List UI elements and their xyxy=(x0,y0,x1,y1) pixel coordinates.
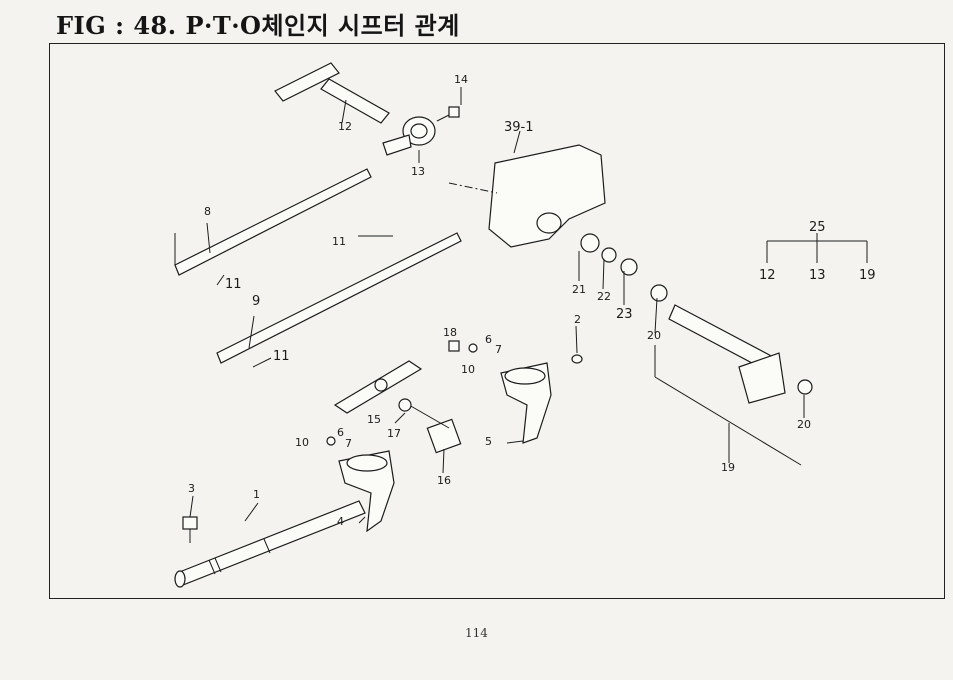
set-legend-child-19: 19 xyxy=(859,268,876,283)
set-legend-child-12: 12 xyxy=(759,268,776,283)
shaft-19 xyxy=(650,284,813,404)
callout-10-lower: 10 xyxy=(295,436,309,449)
callout-17: 17 xyxy=(387,427,401,440)
rod-8 xyxy=(174,168,372,276)
callout-39-1: 39-1 xyxy=(504,120,534,135)
callout-10-upper: 10 xyxy=(461,363,475,376)
pin-17 xyxy=(398,398,412,412)
callout-15: 15 xyxy=(367,413,381,426)
arm-16 xyxy=(408,404,462,454)
callout-18: 18 xyxy=(443,326,457,339)
plate-15 xyxy=(333,360,423,414)
boss-13 xyxy=(382,116,436,156)
callout-6-lower: 6 xyxy=(337,426,344,439)
callout-2: 2 xyxy=(574,313,581,326)
callout-5: 5 xyxy=(485,435,492,448)
callout-8: 8 xyxy=(204,205,211,218)
callout-22: 22 xyxy=(597,290,611,303)
callout-9: 9 xyxy=(252,294,260,309)
leader-lines xyxy=(189,87,868,524)
callout-11-bottom: 11 xyxy=(273,349,290,364)
callout-14: 14 xyxy=(454,73,468,86)
housing-39-1 xyxy=(448,144,606,248)
spring-pin-18 xyxy=(448,340,460,352)
callout-20-right: 20 xyxy=(797,418,811,431)
callout-11-mid: 11 xyxy=(225,277,242,292)
callout-3: 3 xyxy=(188,482,195,495)
exploded-parts-diagram: 1 2 3 4 5 6 7 6 7 8 9 10 10 11 11 11 12 … xyxy=(174,62,876,588)
bolt-3 xyxy=(182,516,198,543)
set-legend-child-13: 13 xyxy=(809,268,826,283)
callout-21: 21 xyxy=(572,283,586,296)
collar-21 xyxy=(580,233,600,253)
callout-11-top: 11 xyxy=(332,235,346,248)
shift-shaft xyxy=(174,500,366,588)
callout-16: 16 xyxy=(437,474,451,487)
bracket-12 xyxy=(274,62,390,124)
bolt-14 xyxy=(436,106,460,122)
ring-22 xyxy=(601,247,617,263)
callout-1: 1 xyxy=(253,488,260,501)
callout-7-lower: 7 xyxy=(345,437,352,450)
callout-20-left: 20 xyxy=(647,329,661,342)
callout-13: 13 xyxy=(411,165,425,178)
callout-6-upper: 6 xyxy=(485,333,492,346)
shift-fork-4 xyxy=(338,450,395,533)
callout-23: 23 xyxy=(616,307,633,322)
callout-19: 19 xyxy=(721,461,735,474)
callout-7-upper: 7 xyxy=(495,343,502,356)
diagram-frame xyxy=(49,43,945,599)
callout-12: 12 xyxy=(338,120,352,133)
page-number: 114 xyxy=(465,626,488,640)
figure-title: FIG : 48. P·T·O체인지 시프터 관계 xyxy=(56,11,460,40)
rod-9 xyxy=(216,232,462,364)
set-legend-parent: 25 xyxy=(809,220,826,235)
snap-ring-23 xyxy=(620,258,638,276)
shift-fork-5 xyxy=(500,362,552,444)
snap-pin-2 xyxy=(571,354,583,364)
callout-4: 4 xyxy=(337,515,344,528)
ball-7-b xyxy=(326,436,336,446)
ball-7-a xyxy=(468,343,478,353)
